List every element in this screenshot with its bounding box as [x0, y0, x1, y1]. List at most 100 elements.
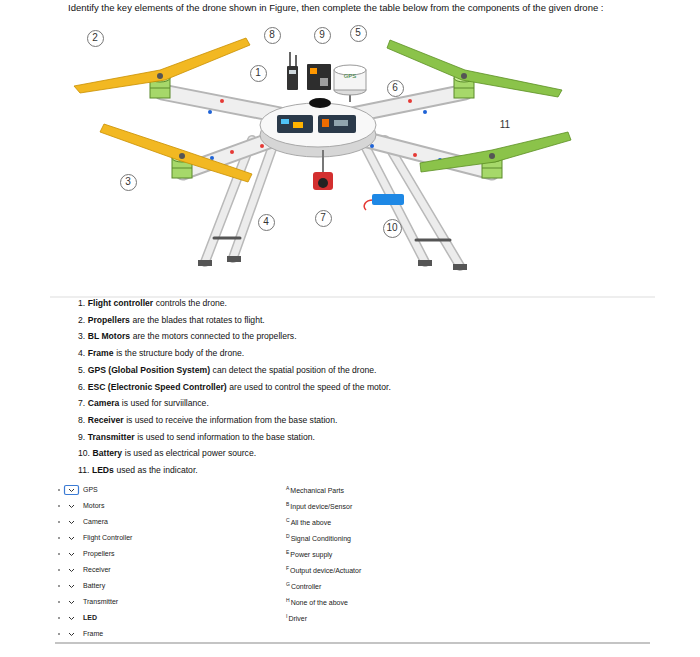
item-number: 9.: [78, 432, 85, 442]
answer-choice: GController: [286, 583, 321, 590]
callout-number: 11: [500, 119, 510, 130]
choice-text: Driver: [288, 615, 307, 622]
choice-letter: C: [286, 517, 290, 523]
propellers: [74, 38, 571, 182]
dropdown-box: [56, 484, 80, 496]
statement-text: is the structure body of the drone.: [116, 348, 244, 358]
component-option: Flight Controller: [83, 534, 132, 541]
choice-letter: D: [286, 533, 290, 539]
component-name: Receiver: [88, 415, 124, 425]
choice-text: Signal Conditioning: [291, 535, 351, 542]
radio-modules: [287, 52, 331, 90]
answer-choice: FOutput device/Actuator: [286, 567, 361, 574]
answer-choice: HNone of the above: [286, 599, 348, 606]
statement-line: 4.Frameis the structure body of the dron…: [78, 348, 247, 358]
callout-circle: 2: [87, 30, 104, 47]
component-name: BL Motors: [88, 331, 130, 341]
callout-number: 7: [320, 213, 326, 223]
component-name: Transmitter: [88, 432, 135, 442]
answer-choice: DSignal Conditioning: [286, 535, 351, 542]
callout-number: 9: [319, 30, 325, 40]
answer-choice: AMechanical Parts: [286, 487, 344, 494]
component-option: Propellers: [83, 550, 115, 557]
answer-row: GPS: [56, 483, 98, 496]
answer-choice: BInput device/Sensor: [286, 503, 352, 510]
item-number: 7.: [78, 398, 85, 408]
choice-text: Mechanical Parts: [290, 487, 344, 494]
statement-line: 3.BL Motorsare the motors connected to t…: [78, 331, 299, 341]
statement-line: 6.ESC (Electronic Speed Controller)are u…: [78, 382, 393, 392]
component-option: Transmitter: [83, 598, 118, 605]
component-name: Camera: [88, 398, 120, 408]
statement-text: is used to receive the information from …: [126, 415, 337, 425]
choice-text: Input device/Sensor: [290, 503, 352, 510]
choice-letter: I: [286, 613, 287, 619]
choice-letter: H: [286, 597, 290, 603]
item-number: 11.: [78, 465, 89, 475]
choice-letter: G: [286, 581, 290, 587]
component-option: Frame: [83, 630, 103, 637]
choice-text: Power supply: [290, 551, 332, 558]
dropdown-box: [56, 548, 80, 560]
callout-circle: 3: [120, 174, 137, 191]
center-hub: [260, 98, 376, 157]
statement-line: 1.Flight controllercontrols the drone.: [78, 298, 230, 308]
component-option: Motors: [83, 502, 104, 509]
battery: [364, 194, 404, 210]
statement-text: used as the indicator.: [116, 465, 197, 475]
answer-row: Flight Controller: [56, 531, 132, 544]
statement-line: 9.Transmitteris used to send information…: [78, 432, 317, 442]
callout-number: 4: [263, 217, 269, 227]
statement-text: are used to control the speed of the mot…: [229, 382, 390, 392]
component-name: GPS (Global Position System): [88, 365, 210, 375]
separator-line: [55, 642, 650, 644]
callout-number: 8: [269, 30, 275, 40]
component-name: Frame: [88, 348, 114, 358]
dropdown-box: [56, 500, 80, 512]
callout-circle: 10: [383, 219, 402, 238]
answer-row: Camera: [56, 515, 108, 528]
item-number: 4.: [78, 348, 85, 358]
statement-line: 11.LEDsused as the indicator.: [78, 465, 200, 475]
statement-text: is used to send information to the base …: [137, 432, 315, 442]
statement-text: are the blades that rotates to flight.: [132, 315, 264, 325]
choice-letter: E: [286, 549, 289, 555]
answer-row: LED: [56, 611, 97, 624]
answer-choice: CAll the above: [286, 519, 331, 526]
answer-row: Transmitter: [56, 595, 118, 608]
statement-text: is used for surviillance.: [122, 398, 209, 408]
callout-circle: 6: [387, 80, 404, 97]
answer-choice: EPower supply: [286, 551, 332, 558]
callout-circle: 4: [258, 214, 275, 231]
item-number: 8.: [78, 415, 85, 425]
statement-text: controls the drone.: [156, 298, 227, 308]
answer-row: Frame: [56, 627, 103, 640]
item-number: 2.: [78, 315, 85, 325]
dropdown-box: [56, 628, 80, 640]
component-name: Flight controller: [88, 298, 153, 308]
item-number: 10.: [78, 448, 90, 458]
module-label: GPS: [344, 73, 357, 79]
component-name: Battery: [93, 448, 123, 458]
statement-line: 2.Propellersare the blades that rotates …: [78, 315, 267, 325]
gps-module: [334, 65, 366, 102]
dropdown-box: [56, 596, 80, 608]
component-option: LED: [83, 614, 97, 621]
statement-text: is used as electrical power source.: [125, 448, 256, 458]
item-number: 3.: [78, 331, 85, 341]
separator-line: [50, 297, 655, 298]
dropdown-box: [56, 612, 80, 624]
component-option: Camera: [83, 518, 108, 525]
choice-letter: F: [286, 565, 289, 571]
component-option: Receiver: [83, 566, 111, 573]
callout-number: 10: [386, 223, 397, 233]
choice-text: Controller: [291, 583, 321, 590]
component-name: ESC (Electronic Speed Controller): [88, 382, 227, 392]
callout-circle: 1: [250, 65, 267, 82]
led-dots: [208, 99, 442, 162]
callout-circle: 7: [315, 210, 332, 227]
choice-letter: A: [286, 485, 289, 491]
statement-text: can detect the spatial position of the d…: [213, 365, 377, 375]
dropdown-box: [56, 532, 80, 544]
answer-row: Battery: [56, 579, 105, 592]
